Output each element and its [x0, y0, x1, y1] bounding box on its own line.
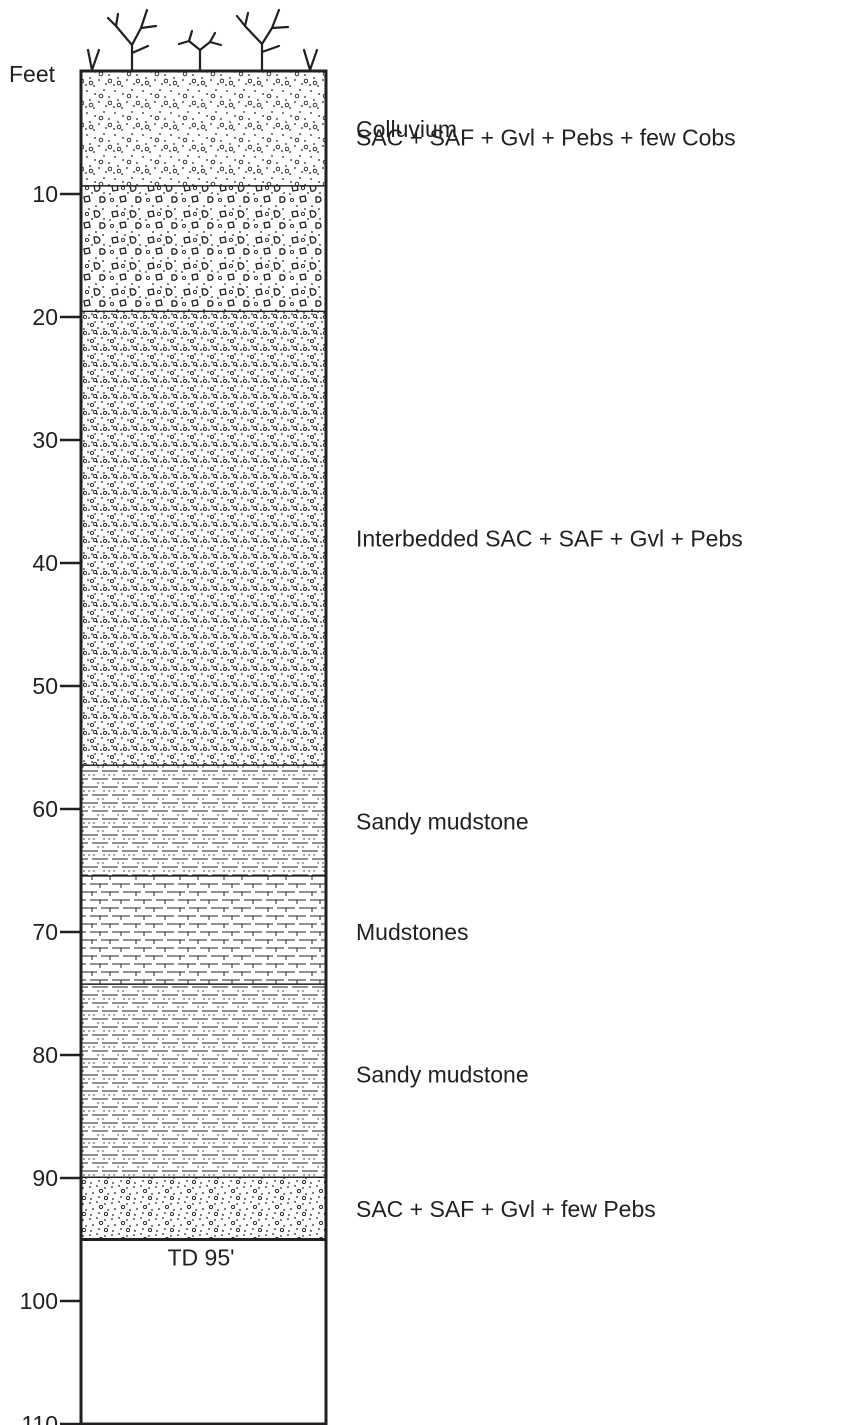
layer-cobbles — [81, 186, 326, 313]
layer-dense-sand-pebbles — [81, 312, 326, 766]
layer-description: Sandy mudstone — [356, 808, 529, 834]
depth-tick-label: 80 — [32, 1042, 58, 1068]
boring-column-outline — [79, 69, 328, 1425]
layer-sandy-mudstone — [81, 765, 326, 877]
layer-sand-pebbles — [81, 1178, 326, 1240]
layer-mudstone — [81, 876, 326, 985]
layer-sandy-mudstone — [81, 984, 326, 1178]
vegetation-icon — [86, 8, 319, 72]
depth-tick-label: 30 — [32, 427, 58, 453]
depth-tick-label: 50 — [32, 673, 58, 699]
layer-description: SAC + SAF + Gvl + Pebs + few Cobs — [356, 124, 736, 150]
depth-tick-label: 20 — [32, 304, 58, 330]
depth-tick-label: 10 — [32, 181, 58, 207]
depth-tick-label: 40 — [32, 550, 58, 576]
total-depth-label: TD 95' — [167, 1245, 234, 1271]
layer-description: SAC + SAF + Gvl + few Pebs — [356, 1196, 656, 1222]
depth-tick-label: 90 — [32, 1165, 58, 1191]
layer-description: Sandy mudstone — [356, 1062, 529, 1088]
depth-tick-label: 70 — [32, 919, 58, 945]
layer-description: Colluvium — [356, 116, 457, 142]
layer-description: Mudstones — [356, 919, 469, 945]
layer-fine-sand-pebbles — [81, 71, 326, 187]
depth-tick-label: 100 — [20, 1288, 58, 1314]
depth-axis-unit-label: Feet — [9, 61, 56, 87]
layer-description: Interbedded SAC + SAF + Gvl + Pebs — [356, 525, 743, 551]
depth-tick-label: 60 — [32, 796, 58, 822]
depth-tick-label: 110 — [21, 1411, 58, 1425]
